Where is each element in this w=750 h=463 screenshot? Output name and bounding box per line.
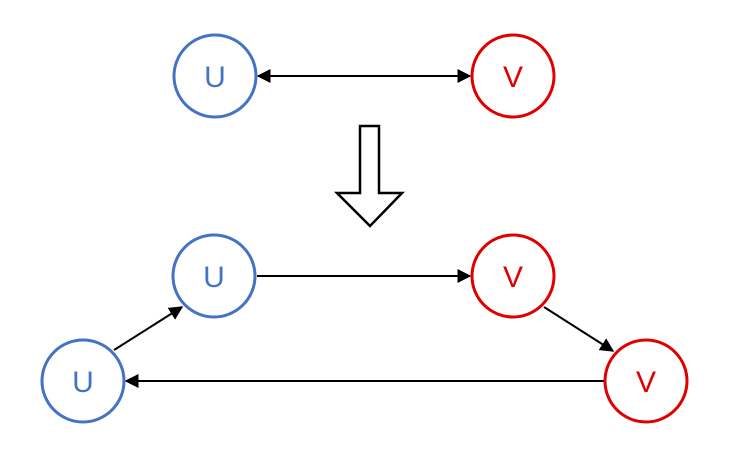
node-bottom-u-top: U: [171, 233, 257, 319]
node-bottom-v-top-label: V: [503, 261, 523, 294]
node-bottom-u-left-label: U: [72, 366, 94, 399]
transform-down-arrow: [333, 124, 405, 228]
node-bottom-u-top-label: U: [203, 261, 225, 294]
edge-v-top-to-v-right: [543, 306, 615, 352]
node-bottom-v-right: V: [603, 338, 689, 424]
node-top-u: U: [172, 33, 258, 119]
node-top-u-label: U: [204, 61, 226, 94]
node-bottom-v-top: V: [470, 233, 556, 319]
edge-u-left-to-u-top: [113, 306, 184, 351]
node-bottom-v-right-label: V: [636, 366, 656, 399]
node-top-v: V: [470, 33, 556, 119]
node-top-v-label: V: [503, 61, 523, 94]
node-bottom-u-left: U: [40, 338, 126, 424]
